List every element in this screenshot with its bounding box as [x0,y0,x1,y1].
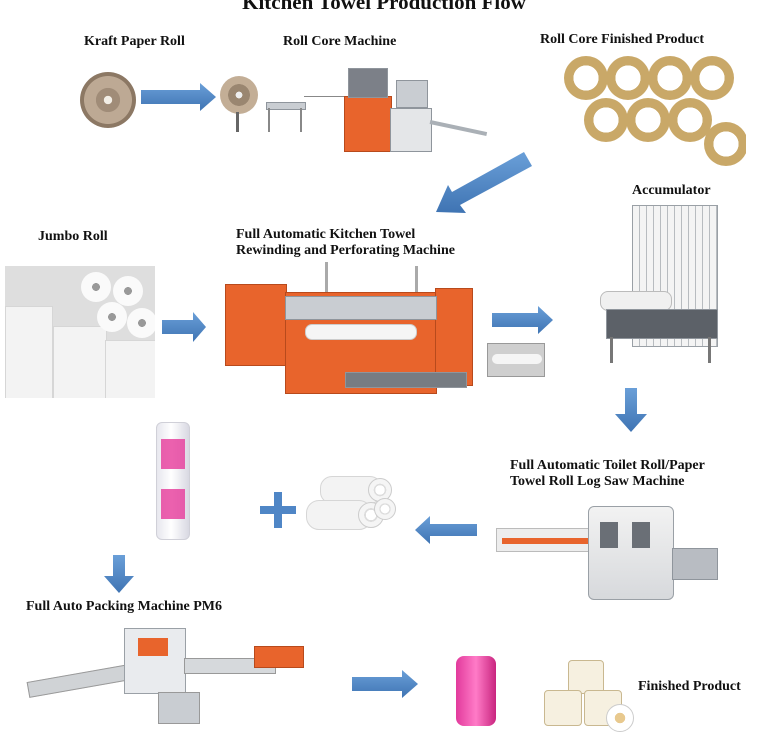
label-roll-core-machine: Roll Core Machine [283,34,397,49]
arrow-right-3 [492,306,553,334]
label-jumbo-roll: Jumbo Roll [38,229,108,244]
plus-icon-vertical [274,492,282,528]
jumbo-roll-image [5,266,155,398]
arrow-right-1 [141,83,216,111]
arrow-left-1 [415,516,477,544]
label-kraft-paper-roll: Kraft Paper Roll [84,34,185,49]
conveyor-rolls-photo [487,343,545,377]
kraft-paper-roll-image [80,72,136,128]
label-rewinding-machine: Full Automatic Kitchen Towel Rewinding a… [236,227,455,258]
log-saw-machine-image [496,502,722,602]
label-packing-machine: Full Auto Packing Machine PM6 [26,599,222,614]
arrow-down-left [436,152,532,213]
kitchen-towel-rolls-image [300,472,396,534]
diagram-title: Kitchen Towel Production Flow [242,0,526,14]
roll-core-product-image [554,52,746,168]
rewinding-machine-image [215,262,475,408]
arrow-right-4 [352,670,418,698]
label-finished-product: Finished Product [638,679,741,694]
roll-core-machine-image [216,62,490,162]
arrow-right-2 [162,312,206,342]
label-roll-core-finished-product: Roll Core Finished Product [540,32,704,47]
finished-product-rolls-image [544,660,636,732]
arrow-down-2 [104,555,134,593]
accumulator-image [600,205,720,365]
finished-product-pack-image [456,656,496,726]
label-accumulator: Accumulator [632,183,711,198]
arrow-down-1 [615,388,647,432]
packing-machine-image [26,622,306,726]
packaged-towel-roll-image [156,422,190,540]
label-log-saw-machine: Full Automatic Toilet Roll/Paper Towel R… [510,458,705,489]
